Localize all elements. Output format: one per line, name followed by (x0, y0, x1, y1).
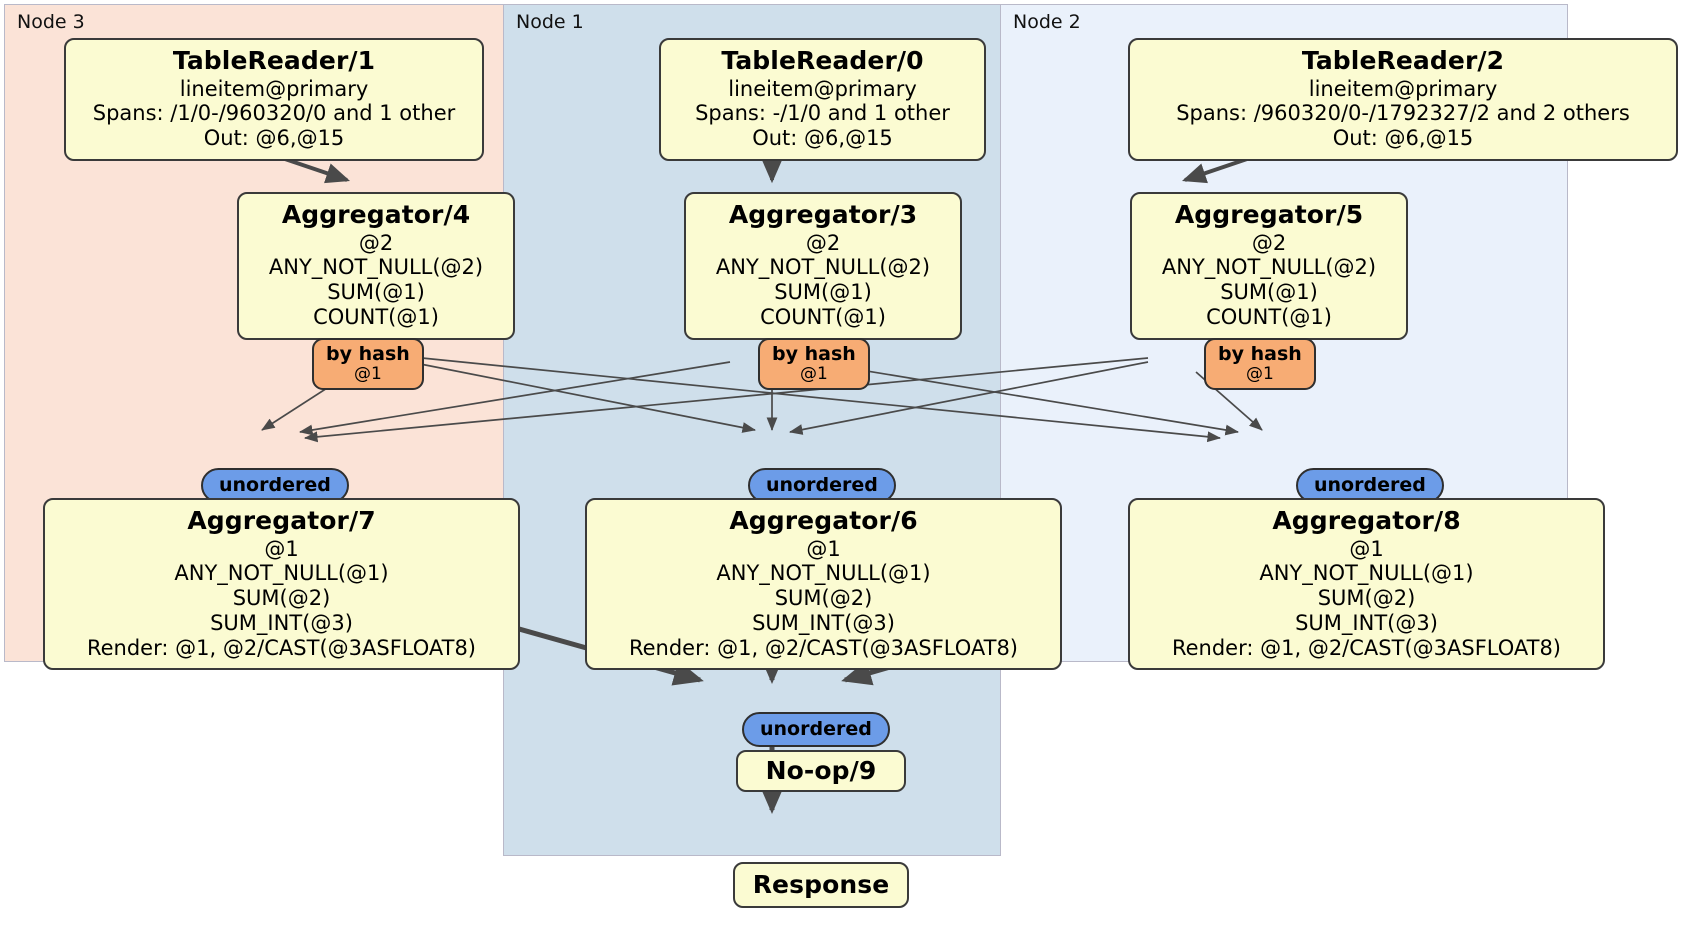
processor-title: Aggregator/4 (281, 200, 471, 229)
processor-line: Render: @1, @2/CAST(@3ASFLOAT8) (1171, 635, 1562, 660)
processor-line: ANY_NOT_NULL(@2) (268, 255, 484, 280)
processor-line: lineitem@primary (179, 76, 369, 101)
processor-aggregator-7[interactable]: Aggregator/7 @1 ANY_NOT_NULL(@1) SUM(@2)… (43, 498, 520, 671)
processor-line: ANY_NOT_NULL(@1) (716, 561, 931, 586)
processor-table-reader-0[interactable]: TableReader/0 lineitem@primary Spans: -/… (659, 38, 986, 161)
processor-title: TableReader/2 (1301, 46, 1505, 75)
processor-table-reader-2[interactable]: TableReader/2 lineitem@primary Spans: /9… (1128, 38, 1678, 161)
router-by-hash-aggregator-5[interactable]: by hash @1 (1204, 338, 1316, 390)
processor-response[interactable]: Response (733, 862, 909, 908)
processor-aggregator-4[interactable]: Aggregator/4 @2 ANY_NOT_NULL(@2) SUM(@1)… (237, 192, 515, 340)
processor-line: SUM_INT(@3) (1295, 610, 1438, 635)
processor-line: COUNT(@1) (1206, 304, 1332, 329)
processor-title: Aggregator/6 (729, 506, 918, 535)
processor-line: SUM(@2) (232, 586, 331, 611)
processor-line: COUNT(@1) (760, 304, 886, 329)
processor-line: Out: @6,@15 (203, 126, 345, 151)
router-column: @1 (1245, 363, 1274, 384)
processor-line: Out: @6,@15 (752, 126, 893, 151)
processor-aggregator-3[interactable]: Aggregator/3 @2 ANY_NOT_NULL(@2) SUM(@1)… (684, 192, 962, 340)
processor-line: COUNT(@1) (313, 304, 439, 329)
processor-line: SUM_INT(@3) (752, 610, 895, 635)
processor-line: @2 (358, 230, 394, 255)
processor-aggregator-6[interactable]: Aggregator/6 @1 ANY_NOT_NULL(@1) SUM(@2)… (585, 498, 1062, 671)
processor-aggregator-8[interactable]: Aggregator/8 @1 ANY_NOT_NULL(@1) SUM(@2)… (1128, 498, 1605, 671)
synchronizer-label: unordered (1314, 474, 1426, 496)
processor-line: @1 (264, 536, 299, 561)
synchronizer-label: unordered (219, 474, 331, 496)
router-label: by hash (326, 343, 410, 365)
processor-title: Aggregator/5 (1174, 200, 1364, 229)
synchronizer-unordered-right[interactable]: unordered (1296, 468, 1444, 503)
processor-title: TableReader/0 (721, 46, 924, 75)
processor-line: Out: @6,@15 (1332, 126, 1474, 151)
processor-title: No-op/9 (765, 756, 877, 786)
processor-line: SUM(@1) (1220, 280, 1318, 305)
processor-line: ANY_NOT_NULL(@1) (1259, 561, 1474, 586)
processor-line: @2 (805, 230, 841, 255)
router-column: @1 (799, 363, 828, 384)
processor-line: @2 (1251, 230, 1287, 255)
router-by-hash-aggregator-4[interactable]: by hash @1 (312, 338, 424, 390)
processor-aggregator-5[interactable]: Aggregator/5 @2 ANY_NOT_NULL(@2) SUM(@1)… (1130, 192, 1408, 340)
synchronizer-unordered-center[interactable]: unordered (748, 468, 896, 503)
processor-line: Render: @1, @2/CAST(@3ASFLOAT8) (628, 635, 1019, 660)
processor-line: SUM(@2) (1317, 586, 1416, 611)
processor-title: Aggregator/8 (1272, 506, 1461, 535)
processor-line: Spans: /960320/0-/1792327/2 and 2 others (1176, 101, 1630, 126)
processor-no-op-9[interactable]: No-op/9 (736, 750, 906, 792)
processor-line: ANY_NOT_NULL(@2) (1161, 255, 1377, 280)
router-column: @1 (353, 363, 382, 384)
processor-line: lineitem@primary (1308, 76, 1498, 101)
processor-title: Aggregator/7 (187, 506, 376, 535)
node-panel-label: Node 3 (17, 11, 85, 33)
processor-line: SUM_INT(@3) (210, 610, 353, 635)
processor-line: ANY_NOT_NULL(@2) (715, 255, 931, 280)
processor-line: Render: @1, @2/CAST(@3ASFLOAT8) (86, 635, 477, 660)
router-label: by hash (772, 343, 856, 365)
processor-title: Aggregator/3 (728, 200, 918, 229)
synchronizer-unordered-final[interactable]: unordered (742, 712, 890, 747)
processor-line: SUM(@1) (774, 280, 872, 305)
processor-line: SUM(@1) (327, 280, 425, 305)
processor-line: @1 (1349, 536, 1384, 561)
processor-line: SUM(@2) (774, 586, 873, 611)
synchronizer-label: unordered (760, 718, 872, 740)
processor-table-reader-1[interactable]: TableReader/1 lineitem@primary Spans: /1… (64, 38, 484, 161)
processor-line: lineitem@primary (728, 76, 917, 101)
synchronizer-label: unordered (766, 474, 878, 496)
processor-title: Response (752, 870, 890, 900)
router-by-hash-aggregator-3[interactable]: by hash @1 (758, 338, 870, 390)
processor-line: @1 (806, 536, 841, 561)
processor-line: ANY_NOT_NULL(@1) (174, 561, 389, 586)
node-panel-label: Node 1 (516, 11, 584, 33)
processor-line: Spans: -/1/0 and 1 other (695, 101, 950, 126)
node-panel-label: Node 2 (1013, 11, 1081, 33)
processor-line: Spans: /1/0-/960320/0 and 1 other (92, 101, 456, 126)
processor-title: TableReader/1 (172, 46, 376, 75)
router-label: by hash (1218, 343, 1302, 365)
